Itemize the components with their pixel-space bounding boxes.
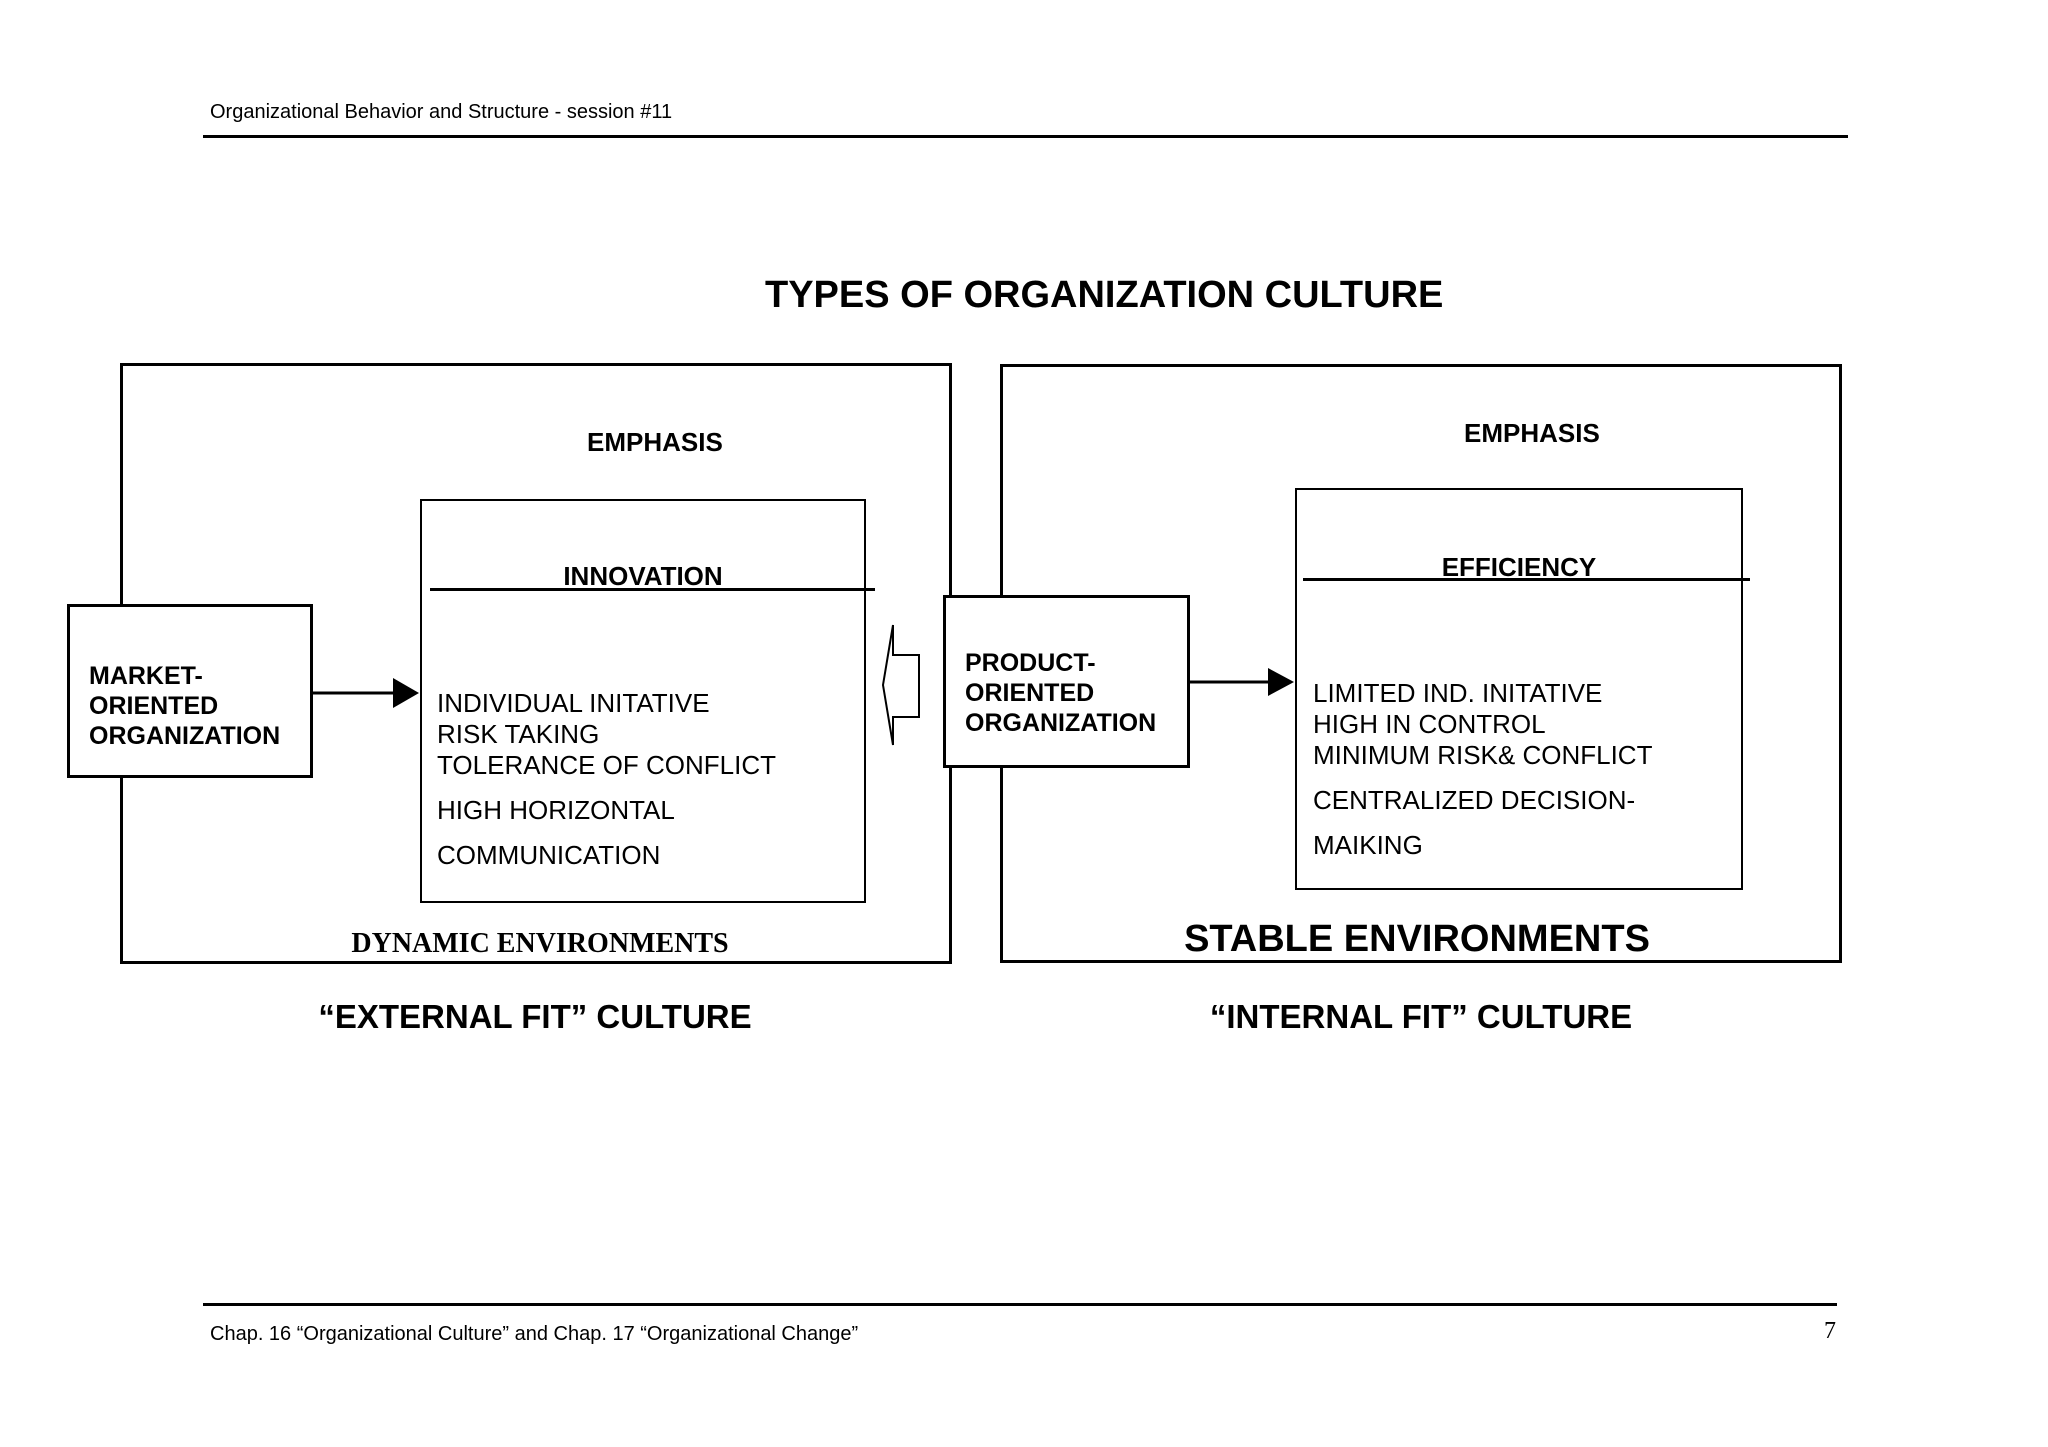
page-number: 7 <box>1824 1318 1836 1344</box>
left-traits-list: INDIVIDUAL INITATIVE RISK TAKING TOLERAN… <box>437 688 776 871</box>
trait-line: RISK TAKING <box>437 719 600 749</box>
page-footer: Chap. 16 “Organizational Culture” and Ch… <box>210 1323 859 1345</box>
left-culture-label: “EXTERNAL FIT” CULTURE <box>318 998 752 1035</box>
trait-line: MAIKING <box>1313 830 1423 860</box>
left-focus-title: INNOVATION <box>563 561 723 591</box>
trait-line: LIMITED IND. INITATIVE <box>1313 678 1603 708</box>
right-focus-underline <box>1303 578 1750 581</box>
org-box-line: PRODUCT- <box>965 649 1096 677</box>
footer-rule <box>203 1303 1837 1306</box>
trait-line: INDIVIDUAL INITATIVE <box>437 688 710 718</box>
org-box-line: ORIENTED <box>89 692 219 720</box>
market-oriented-org-box: MARKET- ORIENTED ORGANIZATION <box>67 604 313 778</box>
product-oriented-org-box: PRODUCT- ORIENTED ORGANIZATION <box>943 595 1190 768</box>
org-box-line: ORGANIZATION <box>965 709 1157 737</box>
header-rule <box>203 135 1848 138</box>
org-box-line: ORIENTED <box>965 679 1095 707</box>
left-environment-label: DYNAMIC ENVIRONMENTS <box>351 928 729 959</box>
trait-line: HIGH HORIZONTAL <box>437 795 675 825</box>
page-header: Organizational Behavior and Structure - … <box>210 101 673 123</box>
right-environment-label: STABLE ENVIRONMENTS <box>1184 918 1650 960</box>
left-focus-underline <box>430 588 875 591</box>
right-emphasis-label: EMPHASIS <box>1464 418 1600 448</box>
left-emphasis-label: EMPHASIS <box>587 427 723 457</box>
page-title: TYPES OF ORGANIZATION CULTURE <box>765 274 1444 316</box>
org-box-line: ORGANIZATION <box>89 722 281 750</box>
trait-line: TOLERANCE OF CONFLICT <box>437 750 777 780</box>
right-focus-title: EFFICIENCY <box>1441 552 1597 582</box>
right-culture-label: “INTERNAL FIT” CULTURE <box>1209 998 1633 1035</box>
trait-line: HIGH IN CONTROL <box>1313 709 1546 739</box>
org-box-line: MARKET- <box>89 662 203 690</box>
trait-line: CENTRALIZED DECISION- <box>1313 785 1636 815</box>
right-traits-list: LIMITED IND. INITATIVE HIGH IN CONTROL M… <box>1313 678 1652 861</box>
trait-line: MINIMUM RISK& CONFLICT <box>1313 740 1653 770</box>
trait-line: COMMUNICATION <box>437 840 661 870</box>
right-focus-box <box>1295 488 1743 890</box>
left-focus-box <box>420 499 866 903</box>
